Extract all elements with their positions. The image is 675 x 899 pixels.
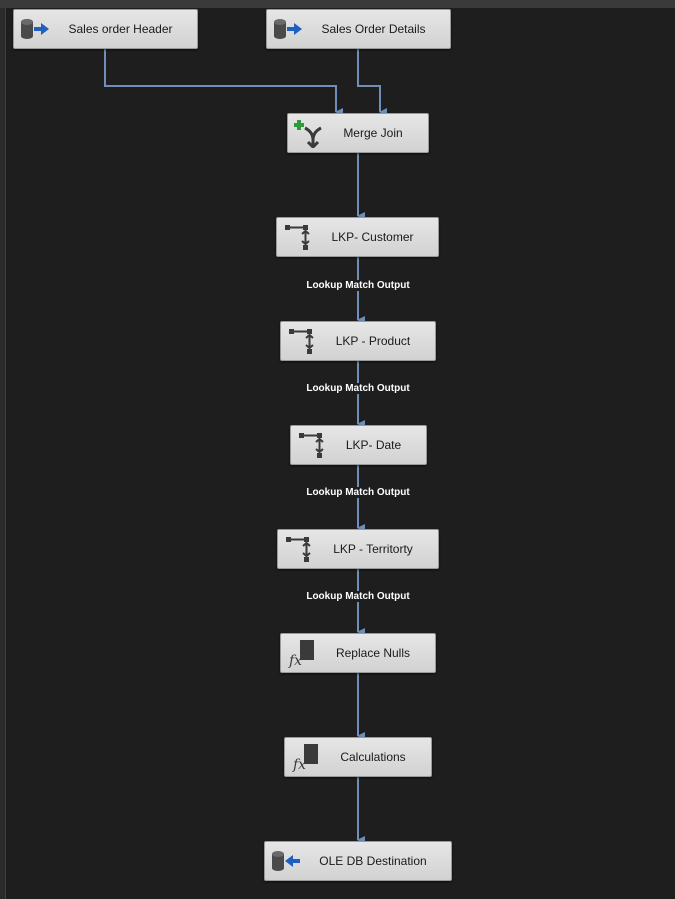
- designer-top-bar: [0, 0, 675, 8]
- path-header-to-merge[interactable]: [104, 49, 343, 116]
- ole-db-source-icon: [18, 12, 52, 46]
- path-label-product-to-date[interactable]: Lookup Match Output: [305, 383, 411, 394]
- node-label: Calculations: [340, 750, 406, 764]
- merge-join-icon: [292, 116, 326, 150]
- node-label: Replace Nulls: [335, 646, 411, 660]
- path-details-to-merge[interactable]: [357, 49, 387, 116]
- lookup-icon: [281, 220, 315, 254]
- node-sales-order-details[interactable]: Sales Order Details: [266, 9, 451, 49]
- ole-db-source-icon: [271, 12, 305, 46]
- node-label: LKP - Territorty: [333, 542, 413, 556]
- node-label: Merge Join: [343, 126, 403, 140]
- node-replace-nulls[interactable]: fx Replace Nulls: [280, 633, 436, 673]
- svg-text:fx: fx: [292, 757, 306, 772]
- node-sales-order-header[interactable]: Sales order Header: [13, 9, 198, 49]
- node-merge-join[interactable]: Merge Join: [287, 113, 429, 153]
- designer-left-edge: [0, 8, 6, 899]
- path-label-date-to-territory[interactable]: Lookup Match Output: [305, 487, 411, 498]
- svg-text:fx: fx: [288, 653, 302, 668]
- lookup-icon: [285, 324, 319, 358]
- node-lkp-date[interactable]: LKP- Date: [290, 425, 427, 465]
- node-label: Sales order Header: [68, 22, 173, 36]
- derived-column-icon: fx: [285, 636, 319, 670]
- node-label: LKP- Customer: [331, 230, 414, 244]
- derived-column-icon: fx: [289, 740, 323, 774]
- ole-db-destination-icon: [269, 844, 303, 878]
- path-label-territory-to-replace[interactable]: Lookup Match Output: [305, 591, 411, 602]
- node-label: LKP- Date: [345, 438, 402, 452]
- node-label: LKP - Product: [335, 334, 411, 348]
- node-lkp-product[interactable]: LKP - Product: [280, 321, 436, 361]
- node-calculations[interactable]: fx Calculations: [284, 737, 432, 777]
- node-lkp-territory[interactable]: LKP - Territorty: [277, 529, 439, 569]
- node-ole-db-destination[interactable]: OLE DB Destination: [264, 841, 452, 881]
- node-label: Sales Order Details: [321, 22, 426, 36]
- lookup-icon: [282, 532, 316, 566]
- node-lkp-customer[interactable]: LKP- Customer: [276, 217, 439, 257]
- lookup-icon: [295, 428, 329, 462]
- node-label: OLE DB Destination: [319, 854, 427, 868]
- path-label-customer-to-product[interactable]: Lookup Match Output: [305, 280, 411, 291]
